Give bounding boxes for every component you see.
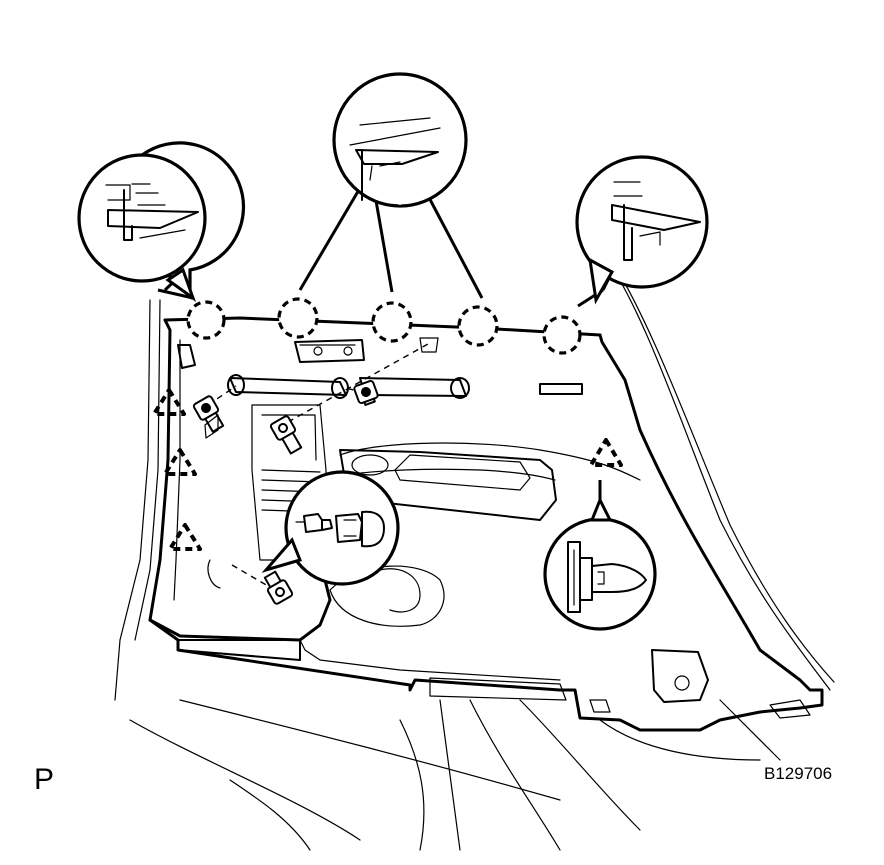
detail-callout-right [575,155,709,305]
detail-callout-right-clip [543,496,657,631]
detail-callout-left [77,141,246,303]
clip-markers [152,388,623,551]
view-code-label: P [34,763,54,796]
detail-callout-center [332,72,468,208]
claw-ring-1 [186,300,226,340]
claw-locations [186,297,582,355]
claw-ring-5 [542,315,582,355]
figure-id-label: B129706 [764,764,832,783]
bolt-4 [263,570,294,605]
claw-ring-3 [371,301,413,343]
claw-ring-2 [277,297,319,339]
vehicle-body-lines [114,249,835,851]
bolt-2 [269,415,303,455]
triangle-mark-2 [163,448,197,476]
bolt-3 [353,379,379,406]
quarter-trim-panel [148,316,824,732]
claw-ring-4 [457,305,499,347]
triangle-mark-4 [589,438,623,467]
triangle-mark-1 [152,388,186,416]
detail-callout-clip [261,470,400,586]
bolt-1 [192,395,225,433]
triangle-mark-3 [168,523,202,551]
